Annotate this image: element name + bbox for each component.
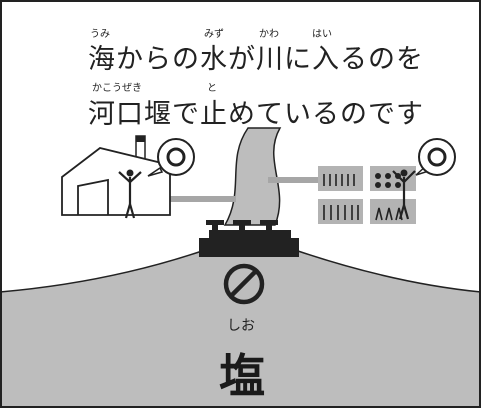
pipe-right <box>268 177 320 183</box>
salt-reading: しお <box>227 318 255 334</box>
ok-bubble-left <box>147 138 195 177</box>
salt-kanji: 塩 <box>219 349 265 403</box>
farmer <box>392 169 416 220</box>
ruby-umi: うみ <box>90 29 110 40</box>
caption-line-2: 河口堰で止めているのです <box>88 99 424 130</box>
river <box>223 127 282 226</box>
caption: うみ みず かわ はい 海からの水が川に入るのを かこうぜき と 河口堰で止めて… <box>0 0 481 130</box>
ruby-hai: はい <box>312 29 332 40</box>
pipe-left <box>170 196 236 202</box>
ruby-mizu: みず <box>204 29 224 40</box>
no-entry-icon <box>223 263 265 305</box>
caption-line-1: 海からの水が川に入るのを <box>88 44 424 75</box>
ruby-kawa: かわ <box>259 29 279 40</box>
ruby-kakouzeki: かこうぜき <box>92 83 142 94</box>
estuary-weir <box>199 220 299 257</box>
ruby-to: と <box>207 83 217 94</box>
factory-worker <box>118 169 142 219</box>
ok-bubble-right <box>415 138 456 176</box>
factory <box>61 135 171 216</box>
